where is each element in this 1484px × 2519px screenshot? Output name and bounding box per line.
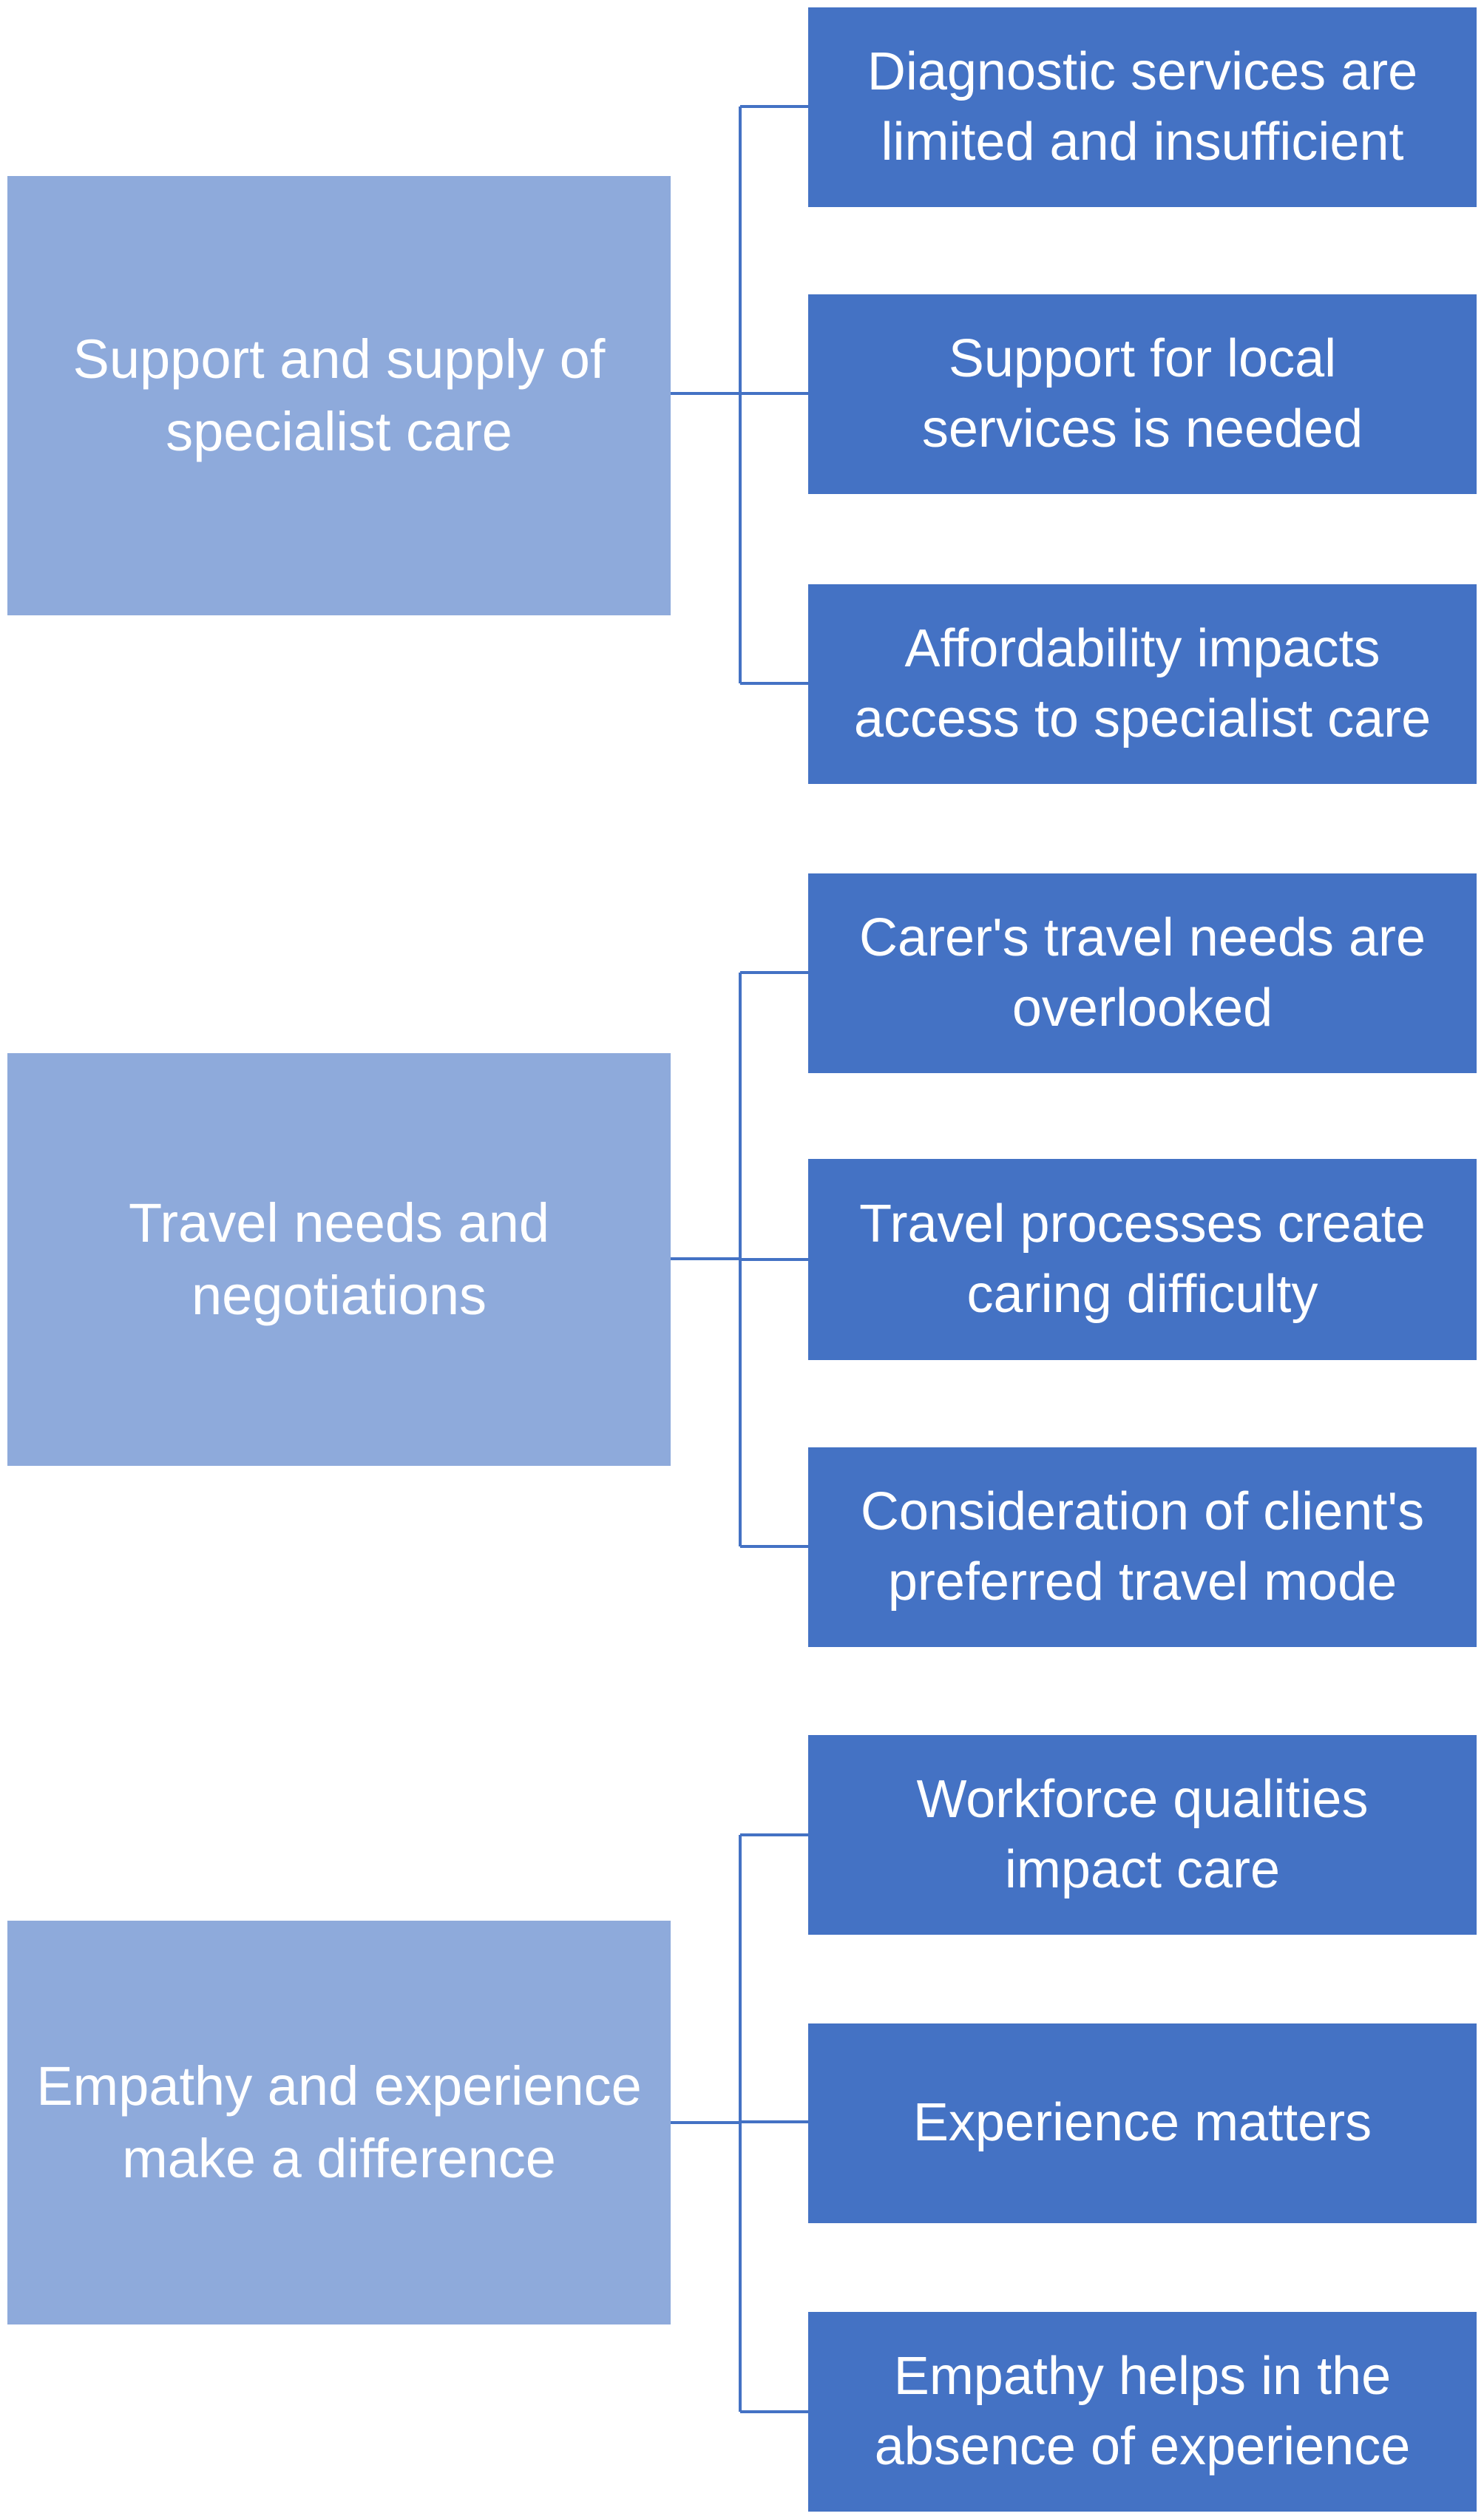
subtheme-box-affordability: Affordability impacts access to speciali… xyxy=(808,584,1477,784)
theme-label: Travel needs and negotiations xyxy=(128,1192,550,1326)
subtheme-label: Carer's travel needs are overlooked xyxy=(858,907,1426,1038)
theme-box-support-supply: Support and supply of specialist care xyxy=(7,176,671,615)
subtheme-box-workforce-qualities: Workforce qualities impact care xyxy=(808,1735,1477,1935)
subtheme-label: Travel processes create caring difficult… xyxy=(859,1194,1426,1324)
subtheme-box-diagnostic-services: Diagnostic services are limited and insu… xyxy=(808,7,1477,207)
subtheme-label: Experience matters xyxy=(912,2093,1372,2153)
subtheme-label: Consideration of client's preferred trav… xyxy=(860,1481,1425,1612)
theme-box-empathy-experience: Empathy and experience make a difference xyxy=(7,1921,671,2324)
subtheme-box-carer-travel: Carer's travel needs are overlooked xyxy=(808,873,1477,1073)
subtheme-label: Workforce qualities impact care xyxy=(916,1769,1369,1899)
subtheme-label: Affordability impacts access to speciali… xyxy=(853,618,1432,748)
subtheme-box-travel-processes: Travel processes create caring difficult… xyxy=(808,1159,1477,1360)
theme-label: Empathy and experience make a difference xyxy=(36,2055,642,2189)
group-2-connectors xyxy=(671,971,808,1548)
subtheme-label: Empathy helps in the absence of experien… xyxy=(874,2346,1411,2476)
subtheme-box-travel-mode: Consideration of client's preferred trav… xyxy=(808,1447,1477,1647)
subtheme-label: Diagnostic services are limited and insu… xyxy=(867,41,1418,172)
group-3-connectors xyxy=(671,1833,808,2413)
subtheme-box-empathy-helps: Empathy helps in the absence of experien… xyxy=(808,2312,1477,2512)
subtheme-box-experience-matters: Experience matters xyxy=(808,2023,1477,2223)
subtheme-label: Support for local services is needed xyxy=(921,328,1363,459)
theme-label: Support and supply of specialist care xyxy=(72,328,606,462)
theme-box-travel-needs: Travel needs and negotiations xyxy=(7,1053,671,1466)
group-1-connectors xyxy=(671,105,808,685)
subtheme-box-local-services: Support for local services is needed xyxy=(808,294,1477,494)
